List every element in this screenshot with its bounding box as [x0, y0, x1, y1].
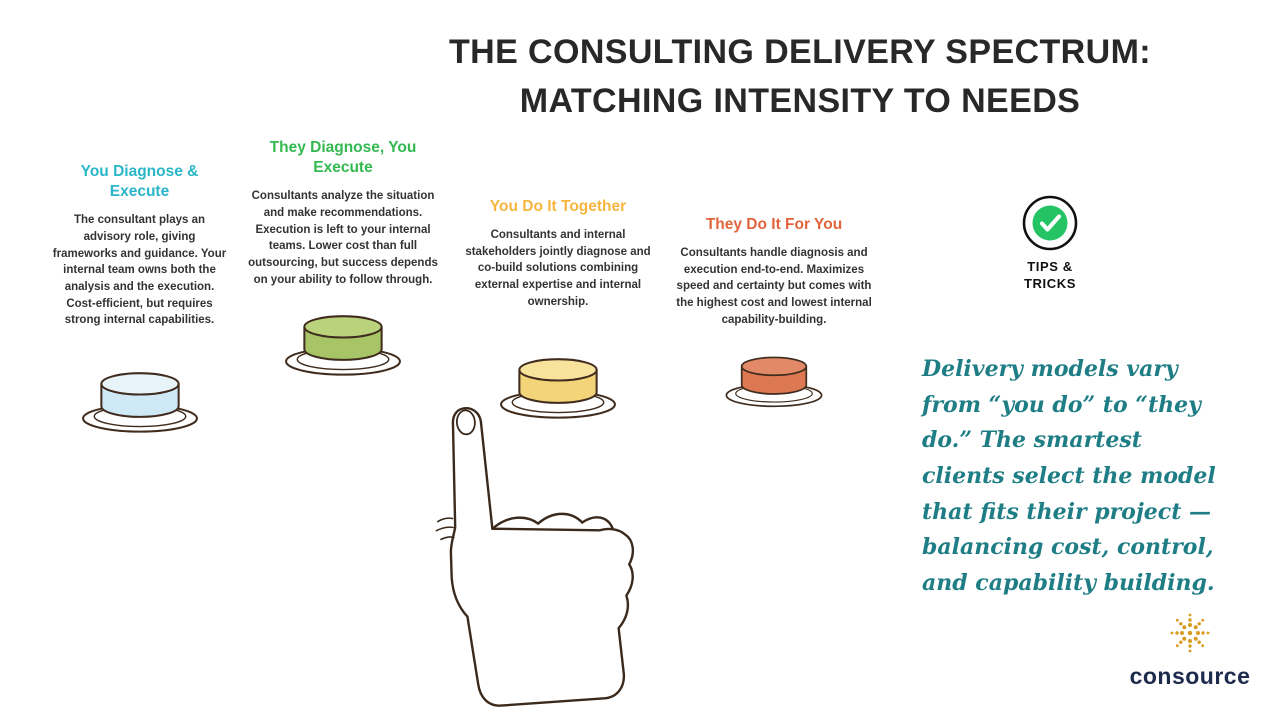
push-button-illustration: [500, 357, 616, 419]
column-heading: They Do It For You: [705, 216, 843, 233]
button-illustration-wrap: [676, 339, 872, 409]
tips-tricks-label: TIPS & TRICKS: [1013, 259, 1087, 293]
consource-logo: consource: [1112, 610, 1268, 690]
column-you-diagnose-execute: You Diagnose & Execute The consultant pl…: [52, 162, 227, 435]
tips-label-line2: TRICKS: [1024, 275, 1076, 291]
starburst-icon: [1170, 613, 1210, 653]
insight-quote: Delivery models vary from “you do” to “t…: [922, 356, 1216, 596]
page-title-line1: THE CONSULTING DELIVERY SPECTRUM:: [448, 33, 1152, 71]
page-title-line2: MATCHING INTENSITY TO NEEDS: [519, 82, 1081, 121]
check-icon: [1022, 195, 1078, 251]
button-illustration-wrap: [243, 294, 443, 378]
column-description: Consultants handle diagnosis and executi…: [676, 247, 872, 326]
column-description: Consultants analyze the situation and ma…: [248, 190, 438, 286]
logo-wordmark: consource: [1129, 663, 1251, 689]
button-illustration-wrap: [52, 351, 227, 435]
button-illustration-wrap: [460, 337, 656, 421]
column-they-diagnose-you-execute: They Diagnose, You Execute Consultants a…: [243, 138, 443, 378]
tips-label-line1: TIPS &: [1027, 259, 1073, 274]
tips-tricks-badge: TIPS & TRICKS: [1013, 194, 1087, 293]
column-description: The consultant plays an advisory role, g…: [52, 214, 227, 327]
column-they-do-it-for-you: They Do It For You Consultants handle di…: [676, 215, 872, 409]
push-button-illustration: [81, 372, 198, 433]
column-heading: They Diagnose, You Execute: [269, 139, 417, 177]
page-title: THE CONSULTING DELIVERY SPECTRUM: MATCHI…: [405, 28, 1195, 127]
column-description: Consultants and internal stakeholders jo…: [465, 229, 651, 308]
column-heading: You Do It Together: [489, 198, 627, 215]
column-heading: You Diagnose & Execute: [80, 163, 199, 201]
push-button-illustration: [725, 356, 823, 407]
column-you-do-it-together: You Do It Together Consultants and inter…: [460, 197, 656, 421]
pointing-hand-icon: [435, 407, 635, 707]
push-button-illustration: [285, 315, 401, 376]
